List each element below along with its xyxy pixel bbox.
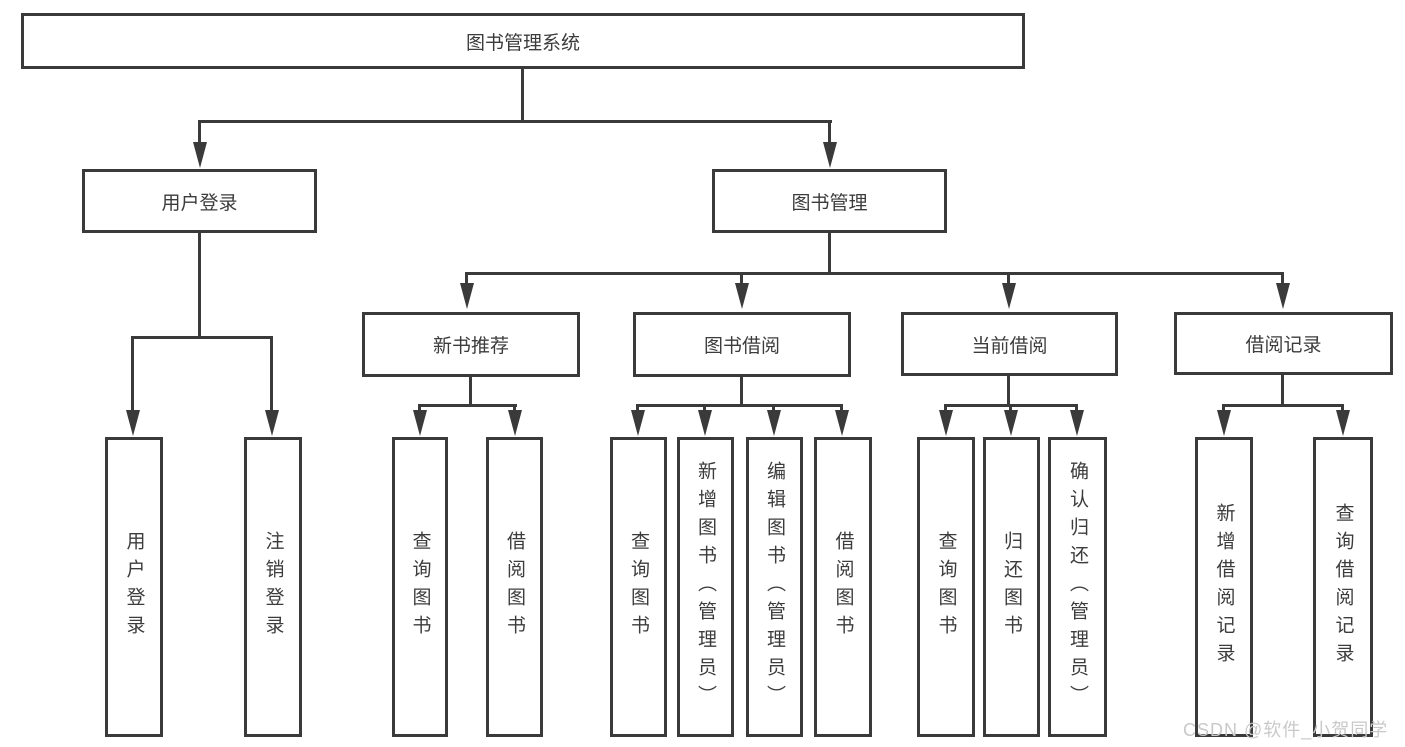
connector-line bbox=[1222, 404, 1344, 407]
connector-line bbox=[636, 404, 843, 407]
arrow-down-icon bbox=[1002, 283, 1016, 309]
node-add-books-admin: 新增图书（管理员） bbox=[677, 437, 734, 737]
node-current-borrowing: 当前借阅 bbox=[901, 312, 1118, 376]
arrow-down-icon bbox=[631, 410, 645, 436]
watermark: CSDN @软件_小贺同学 bbox=[1183, 720, 1389, 740]
connector-line bbox=[1222, 404, 1225, 413]
arrow-down-icon bbox=[413, 410, 427, 436]
connector-line bbox=[828, 120, 831, 145]
connector-line bbox=[465, 272, 1283, 275]
node-book-borrowing: 图书借阅 bbox=[633, 312, 851, 377]
node-query-books-recommend: 查询图书 bbox=[392, 437, 448, 737]
connector-line bbox=[1007, 272, 1010, 284]
connector-line bbox=[465, 272, 468, 284]
arrow-down-icon bbox=[460, 283, 474, 309]
arrow-down-icon bbox=[1070, 410, 1084, 436]
arrow-down-icon bbox=[265, 410, 279, 436]
node-root: 图书管理系统 bbox=[21, 13, 1025, 69]
connector-line bbox=[418, 404, 421, 413]
arrow-down-icon bbox=[698, 410, 712, 436]
connector-line bbox=[513, 404, 516, 413]
node-confirm-return-admin: 确认归还（管理员） bbox=[1048, 437, 1107, 737]
arrow-down-icon bbox=[939, 410, 953, 436]
connector-line bbox=[840, 404, 843, 413]
connector-line bbox=[198, 120, 201, 145]
connector-line bbox=[1009, 404, 1012, 413]
connector-line bbox=[1341, 404, 1344, 413]
connector-line bbox=[1007, 376, 1010, 407]
connector-line bbox=[521, 69, 524, 122]
node-borrow-books-recommend: 借阅图书 bbox=[486, 437, 543, 737]
arrow-down-icon bbox=[126, 410, 140, 436]
connector-line bbox=[1281, 375, 1284, 407]
node-return-books: 归还图书 bbox=[983, 437, 1040, 737]
connector-line bbox=[469, 377, 472, 407]
connector-line bbox=[740, 377, 743, 407]
node-edit-books-admin: 编辑图书（管理员） bbox=[746, 437, 803, 737]
arrow-down-icon bbox=[1217, 410, 1231, 436]
arrow-down-icon bbox=[1004, 410, 1018, 436]
connector-line bbox=[772, 404, 775, 413]
arrow-down-icon bbox=[823, 142, 837, 168]
connector-line bbox=[828, 233, 831, 274]
arrow-down-icon bbox=[735, 283, 749, 309]
node-login: 用户登录 bbox=[105, 437, 163, 737]
node-user-login: 用户登录 bbox=[82, 169, 317, 233]
node-borrowing-records: 借阅记录 bbox=[1174, 312, 1393, 375]
arrow-down-icon bbox=[835, 410, 849, 436]
arrow-down-icon bbox=[508, 410, 522, 436]
node-new-book-recommend: 新书推荐 bbox=[362, 312, 580, 377]
connector-line bbox=[740, 272, 743, 284]
connector-line bbox=[198, 120, 832, 123]
connector-line bbox=[944, 404, 947, 413]
connector-line bbox=[1281, 272, 1284, 284]
connector-line bbox=[131, 336, 273, 339]
connector-line bbox=[270, 336, 273, 414]
arrow-down-icon bbox=[193, 142, 207, 168]
node-query-borrow-record: 查询借阅记录 bbox=[1313, 437, 1373, 737]
node-query-books-borrowing: 查询图书 bbox=[610, 437, 667, 737]
node-add-borrow-record: 新增借阅记录 bbox=[1195, 437, 1253, 737]
connector-line bbox=[703, 404, 706, 413]
connector-line bbox=[636, 404, 639, 413]
connector-line bbox=[418, 404, 517, 407]
connector-line bbox=[198, 233, 201, 338]
arrow-down-icon bbox=[1276, 283, 1290, 309]
node-logout: 注销登录 bbox=[244, 437, 302, 737]
connector-line bbox=[1075, 404, 1078, 413]
connector-line bbox=[131, 336, 134, 414]
node-borrow-books-borrowing: 借阅图书 bbox=[814, 437, 872, 737]
arrow-down-icon bbox=[767, 410, 781, 436]
node-book-management: 图书管理 bbox=[712, 169, 947, 233]
arrow-down-icon bbox=[1336, 410, 1350, 436]
node-query-books-current: 查询图书 bbox=[917, 437, 975, 737]
